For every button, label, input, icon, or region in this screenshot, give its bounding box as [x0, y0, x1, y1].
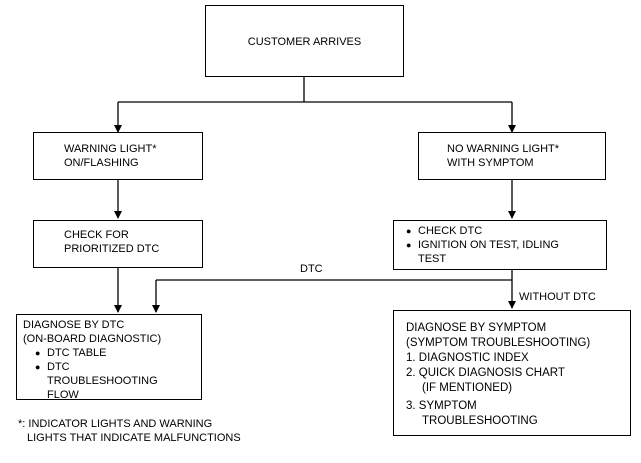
diagnose-by-dtc-title-2: (ON-BOARD DIAGNOSTIC) [23, 333, 162, 345]
quick-diagnosis-chart-item: 2. QUICK DIAGNOSIS CHART [406, 367, 565, 379]
customer-arrives-label: CUSTOMER ARRIVES [247, 36, 362, 48]
diagnose-by-symptom-title-1: DIAGNOSE BY SYMPTOM [406, 322, 547, 334]
check-dtc-item: CHECK DTC [406, 224, 606, 238]
footnote-line-2: LIGHTS THAT INDICATE MALFUNCTIONS [27, 432, 241, 444]
check-dtc-left-line-1: CHECK FOR [64, 229, 129, 241]
diagnose-by-dtc-box: DIAGNOSE BY DTC (ON-BOARD DIAGNOSTIC) DT… [16, 314, 202, 401]
dtc-path-label: DTC [300, 263, 323, 275]
dtc-table-item: DTC TABLE [35, 346, 201, 360]
diagnose-by-symptom-title-2: (SYMPTOM TROUBLESHOOTING) [406, 337, 591, 349]
warning-light-line-1: WARNING LIGHT* [64, 143, 157, 155]
warning-light-line-2: ON/FLASHING [64, 157, 139, 169]
diagnose-by-symptom-box: DIAGNOSE BY SYMPTOM (SYMPTOM TROUBLESHOO… [393, 310, 631, 436]
customer-arrives-box: CUSTOMER ARRIVES [205, 5, 404, 77]
warning-light-box: WARNING LIGHT* ON/FLASHING [33, 132, 203, 180]
no-warning-light-line-1: NO WARNING LIGHT* [447, 143, 560, 155]
ignition-test-item: IGNITION ON TEST, IDLING [406, 238, 606, 252]
dtc-troubleshooting-flow-cont-2: FLOW [47, 389, 79, 401]
ignition-test-item-cont: TEST [418, 253, 447, 265]
symptom-troubleshooting-item: 3. SYMPTOM [406, 400, 477, 412]
no-warning-light-line-2: WITH SYMPTOM [447, 157, 534, 169]
no-warning-light-box: NO WARNING LIGHT* WITH SYMPTOM [418, 132, 606, 180]
footnote-line-1: *: INDICATOR LIGHTS AND WARNING [18, 418, 213, 430]
footnote: *: INDICATOR LIGHTS AND WARNING LIGHTS T… [18, 417, 241, 445]
dtc-troubleshooting-flow-item: DTC [35, 360, 201, 374]
check-dtc-left-line-2: PRIORITIZED DTC [64, 243, 160, 255]
diagnose-by-dtc-title-1: DIAGNOSE BY DTC [23, 319, 125, 331]
check-prioritized-dtc-box: CHECK FOR PRIORITIZED DTC [33, 220, 203, 268]
symptom-troubleshooting-cont: TROUBLESHOOTING [422, 415, 538, 427]
check-dtc-box: CHECK DTC IGNITION ON TEST, IDLING TEST [393, 220, 607, 270]
diagnostic-index-item: 1. DIAGNOSTIC INDEX [406, 352, 529, 364]
dtc-troubleshooting-flow-cont-1: TROUBLESHOOTING [47, 375, 158, 387]
quick-diagnosis-chart-cont: (IF MENTIONED) [422, 382, 513, 394]
without-dtc-label: WITHOUT DTC [519, 291, 596, 303]
